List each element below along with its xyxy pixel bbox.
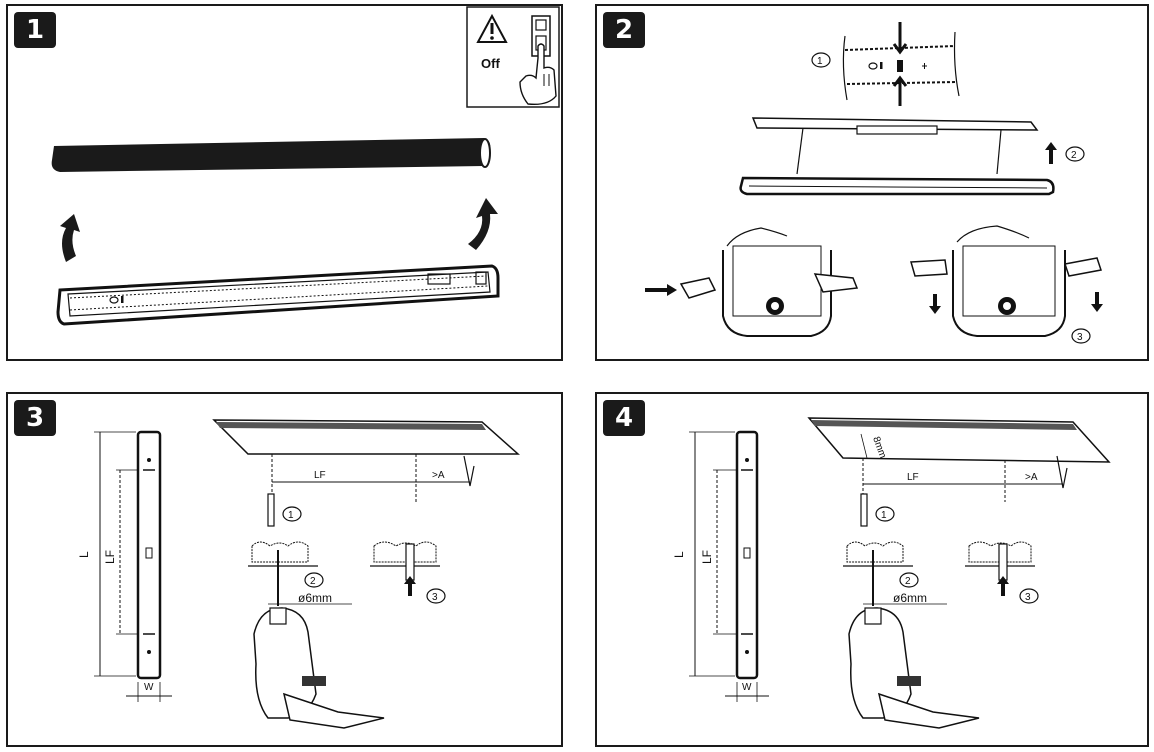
svg-text:3: 3	[1077, 332, 1083, 343]
wall-plug-icon	[860, 493, 868, 527]
lift-arrow-left-icon	[60, 214, 80, 262]
svg-text:3: 3	[1025, 592, 1031, 603]
warning-icon	[476, 13, 508, 43]
step-4-illustration: L LF W 8mm LF >A 1	[672, 417, 1111, 729]
callout-3: 3	[426, 588, 446, 604]
ceiling-slab	[212, 419, 520, 504]
step-1-panel: 1 Off	[6, 4, 563, 361]
clip-detail-right	[910, 225, 1102, 337]
clip-detail-left	[679, 227, 859, 337]
svg-text:2: 2	[905, 576, 911, 587]
svg-text:2: 2	[1071, 150, 1077, 161]
plug-insert-detail	[370, 541, 440, 596]
power-off-inset: Off	[466, 6, 560, 108]
step-number-badge: 3	[14, 400, 56, 436]
step-number-badge: 4	[603, 400, 645, 436]
step-3-illustration: L LF W LF >A 1	[77, 419, 520, 729]
luminaire-front-view	[689, 430, 769, 702]
ceiling-LF-label: LF	[314, 470, 326, 481]
luminaire-front-view	[94, 430, 172, 702]
drill-icon	[253, 550, 385, 729]
step-1-illustration: Off	[51, 6, 560, 326]
step-number-badge: 1	[14, 12, 56, 48]
callout-3: 3	[1071, 328, 1091, 344]
svg-text:1: 1	[817, 56, 823, 67]
step-number-badge: 2	[603, 12, 645, 48]
callout-2: 2	[899, 572, 919, 588]
hand-icon	[519, 43, 557, 106]
callout-1: 1	[875, 506, 895, 522]
power-off-label: Off	[481, 56, 500, 71]
dim-LF-label: LF	[103, 550, 117, 564]
callout-3: 3	[1019, 588, 1039, 604]
drill-size-label: ø6mm	[298, 591, 332, 605]
ceiling-section-icon	[248, 541, 318, 567]
dim-W-label: W	[144, 682, 154, 693]
diffuser-cover	[51, 138, 491, 172]
lift-up-arrow-icon	[1045, 142, 1057, 164]
lift-arrow-right-icon	[468, 198, 498, 250]
ceiling-slab	[807, 417, 1111, 504]
luminaire-base	[739, 176, 1055, 196]
ceiling-LF-label: LF	[907, 472, 919, 483]
dim-L-label: L	[77, 551, 91, 558]
step-4-panel: 4 L LF W	[595, 392, 1149, 747]
step-3-panel: 3 L LF W	[6, 392, 563, 747]
plug-insert-detail	[965, 541, 1035, 596]
callout-2: 2	[304, 572, 324, 588]
dim-W-label: W	[742, 682, 752, 693]
drill-icon	[848, 550, 980, 729]
wall-plug-icon	[267, 493, 275, 527]
gear-tray-detail	[842, 22, 960, 106]
push-arrow-icon	[645, 284, 677, 296]
clearance-A-label: >A	[1025, 472, 1038, 483]
svg-text:1: 1	[881, 510, 887, 521]
callout-1: 1	[811, 52, 831, 68]
clearance-A-label: >A	[432, 470, 445, 481]
step-2-panel: 2 1	[595, 4, 1149, 361]
svg-text:3: 3	[432, 592, 438, 603]
drill-size-label: ø6mm	[893, 591, 927, 605]
ceiling-section-icon	[843, 541, 913, 567]
dim-L-label: L	[672, 551, 686, 558]
down-arrow-left-icon	[929, 294, 941, 314]
callout-1: 1	[282, 506, 302, 522]
gear-tray	[751, 117, 1039, 175]
luminaire-base	[56, 264, 500, 326]
callout-2: 2	[1065, 146, 1085, 162]
step-2-illustration: 1 2	[645, 22, 1103, 344]
down-arrow-right-icon	[1091, 292, 1103, 312]
dim-LF-label: LF	[700, 550, 714, 564]
svg-text:1: 1	[288, 510, 294, 521]
svg-text:2: 2	[310, 576, 316, 587]
